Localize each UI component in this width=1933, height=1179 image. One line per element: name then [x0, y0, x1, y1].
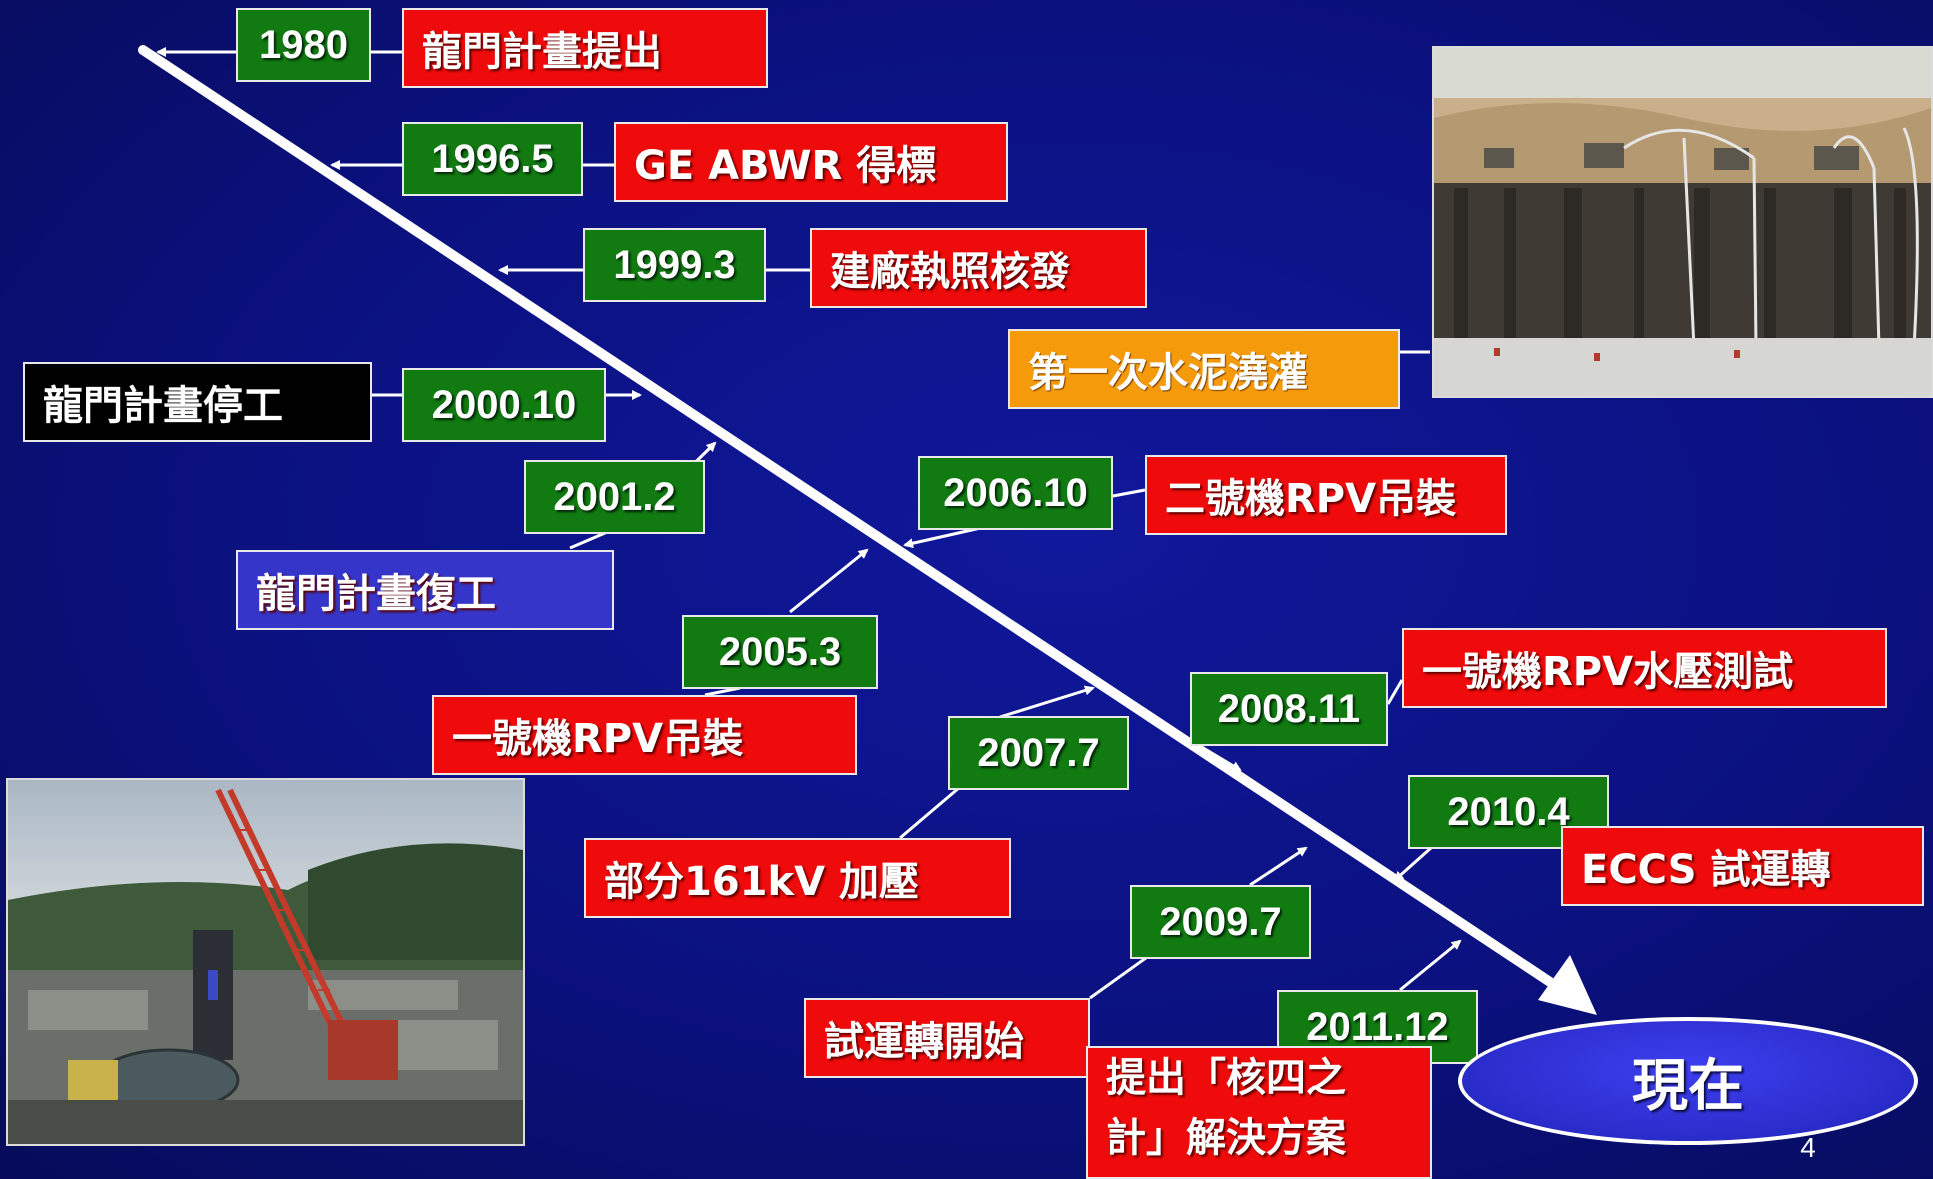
timeline-axis	[138, 45, 1555, 987]
year-box-1980: 1980	[236, 8, 371, 82]
timeline-arrowhead	[1538, 955, 1597, 1015]
year-box-2010-4: 2010.4	[1408, 775, 1609, 849]
event-unit1-rpv-hydrotest: 一號機RPV水壓測試	[1402, 628, 1887, 708]
event-unit2-rpv-lift: 二號機RPV吊裝	[1145, 455, 1507, 535]
event-nuclear-four-plan: 提出「核四之計」解決方案	[1086, 1046, 1432, 1179]
year-box-2009-7: 2009.7	[1130, 885, 1311, 959]
event-construction-permit: 建廠執照核發	[810, 228, 1147, 308]
year-box-2005-3: 2005.3	[682, 615, 878, 689]
event-trial-operation-start: 試運轉開始	[804, 998, 1090, 1078]
year-box-1999-3: 1999.3	[583, 228, 766, 302]
crane-site-photo	[6, 778, 525, 1146]
year-box-2006-10: 2006.10	[918, 456, 1113, 530]
page-number: 4	[1800, 1132, 1816, 1163]
event-longmen-project-proposed: 龍門計畫提出	[402, 8, 768, 88]
event-project-halted: 龍門計畫停工	[23, 362, 372, 442]
now-label: 現在	[1632, 1053, 1744, 1119]
excavation-site-photo	[1432, 46, 1933, 398]
event-161kv-energized: 部分161kV 加壓	[584, 838, 1011, 918]
event-unit1-rpv-lift: 一號機RPV吊裝	[432, 695, 857, 775]
year-box-1996-5: 1996.5	[402, 122, 583, 196]
excavation-photo-graphic	[1434, 48, 1931, 396]
year-box-2008-11: 2008.11	[1190, 672, 1388, 746]
event-first-concrete-pour: 第一次水泥澆灌	[1008, 329, 1400, 409]
now-ellipse: 現在	[1458, 1017, 1918, 1145]
event-ge-abwr-contract: GE ABWR 得標	[614, 122, 1008, 202]
year-box-2000-10: 2000.10	[402, 368, 606, 442]
crane-photo-graphic	[8, 780, 523, 1144]
year-box-2007-7: 2007.7	[948, 716, 1129, 790]
event-project-resumed: 龍門計畫復工	[236, 550, 614, 630]
event-eccs-trial-run: ECCS 試運轉	[1561, 826, 1924, 906]
year-box-2001-2: 2001.2	[524, 460, 705, 534]
